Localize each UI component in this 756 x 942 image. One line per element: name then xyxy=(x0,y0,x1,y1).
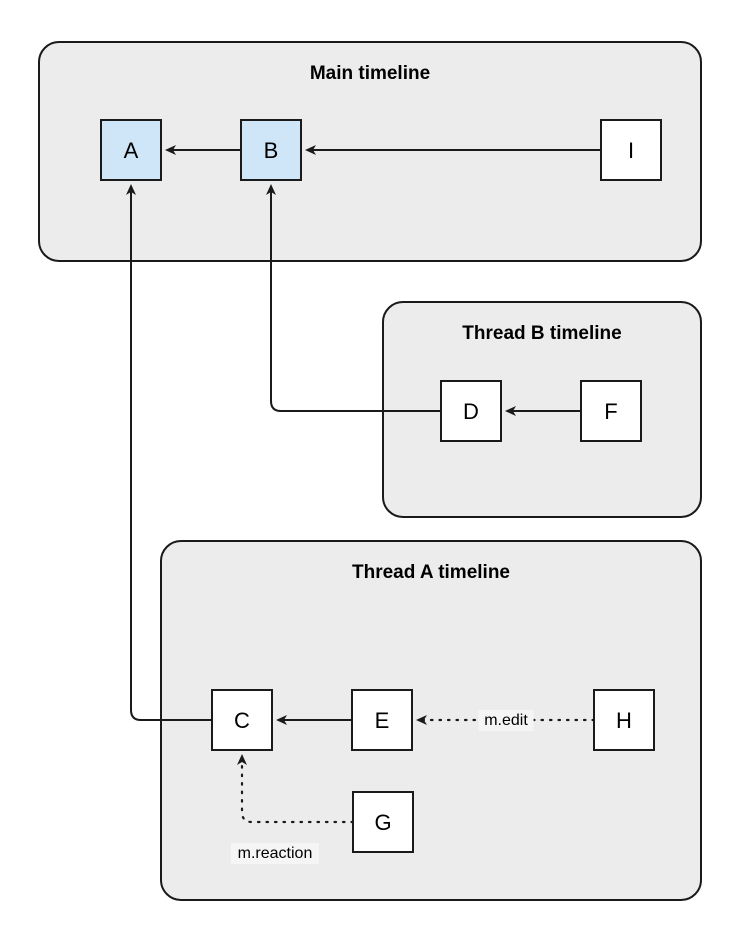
edge-D-to-B xyxy=(266,184,441,412)
event-node-label-A: A xyxy=(124,138,139,163)
timeline-group-threadB: Thread B timeline xyxy=(382,301,702,518)
edge-label-G-to-C: m.reaction xyxy=(231,843,319,864)
event-node-box-B[interactable] xyxy=(240,119,302,181)
event-node-label-I: I xyxy=(628,138,634,163)
event-node-B[interactable]: B xyxy=(240,119,302,181)
event-node-label-F: F xyxy=(604,399,617,424)
event-node-E[interactable]: E xyxy=(351,689,413,751)
timeline-group-title-threadA: Thread A timeline xyxy=(352,562,510,583)
event-node-F[interactable]: F xyxy=(580,380,642,442)
edge-C-to-A xyxy=(126,184,212,721)
event-node-label-D: D xyxy=(463,399,479,424)
event-node-box-E[interactable] xyxy=(351,689,413,751)
edge-G-to-C xyxy=(237,754,355,824)
event-node-label-E: E xyxy=(375,708,390,733)
event-node-box-H[interactable] xyxy=(593,689,655,751)
timeline-group-title-threadB: Thread B timeline xyxy=(462,323,621,344)
event-node-box-A[interactable] xyxy=(100,119,162,181)
edge-label-H-to-E: m.edit xyxy=(478,710,534,731)
event-node-label-B: B xyxy=(264,138,279,163)
edge-label-text-G-to-C: m.reaction xyxy=(238,845,313,862)
edge-label-bg-G-to-C xyxy=(231,843,319,864)
event-node-label-C: C xyxy=(234,708,250,733)
timeline-group-box-main xyxy=(38,41,702,262)
event-node-I[interactable]: I xyxy=(600,119,662,181)
event-node-D[interactable]: D xyxy=(440,380,502,442)
event-node-G[interactable]: G xyxy=(352,791,414,853)
event-node-box-C[interactable] xyxy=(211,689,273,751)
timeline-group-title-main: Main timeline xyxy=(310,63,430,84)
event-node-label-G: G xyxy=(374,810,391,835)
event-node-box-I[interactable] xyxy=(600,119,662,181)
event-node-box-F[interactable] xyxy=(580,380,642,442)
timeline-group-box-threadB xyxy=(382,301,702,518)
event-node-box-G[interactable] xyxy=(352,791,414,853)
edge-label-text-H-to-E: m.edit xyxy=(484,712,528,729)
event-node-A[interactable]: A xyxy=(100,119,162,181)
event-node-H[interactable]: H xyxy=(593,689,655,751)
edge-labels: m.edit m.reaction xyxy=(231,710,534,864)
timeline-group-main: Main timeline xyxy=(38,41,702,262)
edges xyxy=(126,145,601,824)
event-node-C[interactable]: C xyxy=(211,689,273,751)
event-node-label-H: H xyxy=(616,708,632,733)
edge-label-bg-H-to-E xyxy=(478,710,534,731)
event-nodes: A B I D F C E H G xyxy=(100,119,662,853)
event-node-box-D[interactable] xyxy=(440,380,502,442)
